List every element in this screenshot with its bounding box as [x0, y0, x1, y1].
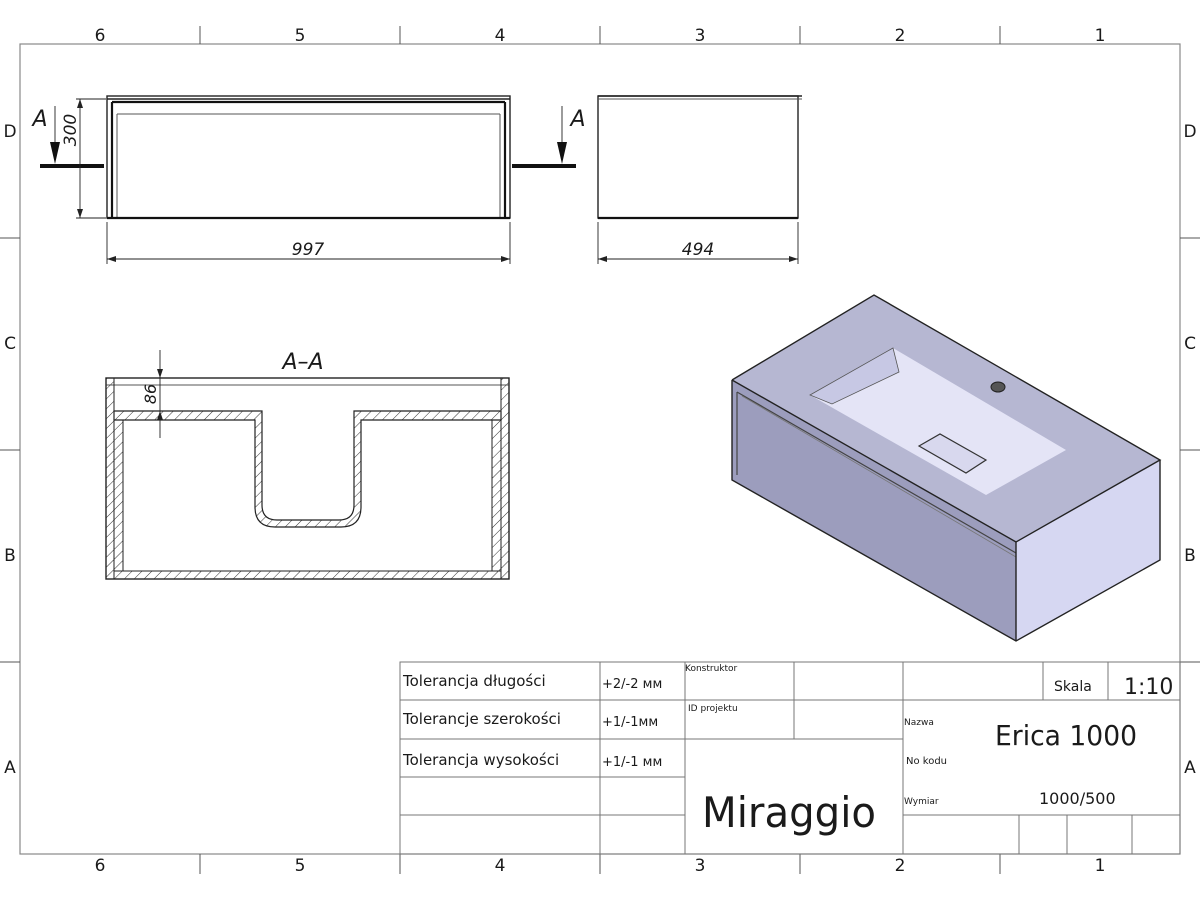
- title-block: Tolerancja długości +2/-2 мм Tolerancje …: [399, 661, 1181, 855]
- tolerance-height-label: Tolerancja wysokości: [402, 751, 559, 769]
- column-label: 3: [695, 856, 706, 876]
- row-labels-left: D C B A: [3, 122, 16, 778]
- column-label: 5: [295, 26, 306, 46]
- dimension-section-height: 86: [141, 384, 160, 404]
- iso-side-face: [1016, 460, 1160, 641]
- tolerance-width-label: Tolerancje szerokości: [402, 710, 561, 728]
- dimension-depth: 494: [682, 240, 714, 260]
- constructor-label: Konstruktor: [685, 664, 738, 674]
- column-label: 1: [1095, 26, 1106, 46]
- name-label: Nazwa: [904, 718, 934, 728]
- column-label: 6: [95, 26, 106, 46]
- column-label: 3: [695, 26, 706, 46]
- row-label: B: [1184, 546, 1196, 566]
- scale-value: 1:10: [1124, 675, 1173, 700]
- section-marker-left: A: [30, 107, 47, 132]
- row-label: C: [4, 334, 16, 354]
- section-marker-right: A: [568, 107, 585, 132]
- row-label: D: [1183, 122, 1196, 142]
- iso-tap-hole-icon: [990, 381, 1006, 393]
- code-label: No kodu: [906, 756, 947, 767]
- row-labels-right: D C B A: [1183, 122, 1196, 778]
- isometric-view: [731, 294, 1162, 642]
- row-label: B: [4, 546, 16, 566]
- scale-label: Skala: [1054, 679, 1092, 695]
- column-label: 4: [495, 856, 506, 876]
- dimension-width: 997: [292, 240, 325, 260]
- column-labels-bottom: 6 5 4 3 2 1: [95, 856, 1106, 876]
- column-label: 4: [495, 26, 506, 46]
- column-label: 2: [895, 26, 906, 46]
- iso-basin: [810, 348, 1066, 495]
- company-name: Miraggio: [702, 788, 876, 837]
- column-label: 5: [295, 856, 306, 876]
- iso-drain-icon: [917, 433, 988, 474]
- column-label: 1: [1095, 856, 1106, 876]
- section-arrow-icon: [50, 142, 60, 164]
- size-value: 1000/500: [1039, 789, 1116, 808]
- column-label: 6: [95, 856, 106, 876]
- side-view: 494: [597, 95, 802, 264]
- row-label: A: [1184, 758, 1196, 778]
- iso-front-face: [732, 380, 1016, 641]
- dimension-height: 300: [61, 114, 81, 146]
- tolerance-length-label: Tolerancja długości: [402, 672, 546, 690]
- row-label: C: [1184, 334, 1196, 354]
- section-arrow-icon: [557, 142, 567, 164]
- project-id-label: ID projektu: [688, 704, 738, 714]
- tolerance-height-value: +1/-1 мм: [602, 755, 662, 770]
- section-view: A–A 86: [105, 350, 510, 580]
- row-label: A: [4, 758, 16, 778]
- row-label: D: [3, 122, 16, 142]
- column-labels-top: 6 5 4 3 2 1: [95, 26, 1106, 46]
- section-title: A–A: [280, 350, 323, 375]
- tolerance-width-value: +1/-1мм: [602, 715, 658, 730]
- product-name: Erica 1000: [995, 719, 1137, 752]
- column-label: 2: [895, 856, 906, 876]
- front-view: A A 300 997: [30, 95, 586, 264]
- tolerance-length-value: +2/-2 мм: [602, 677, 662, 692]
- size-label: Wymiar: [904, 797, 939, 807]
